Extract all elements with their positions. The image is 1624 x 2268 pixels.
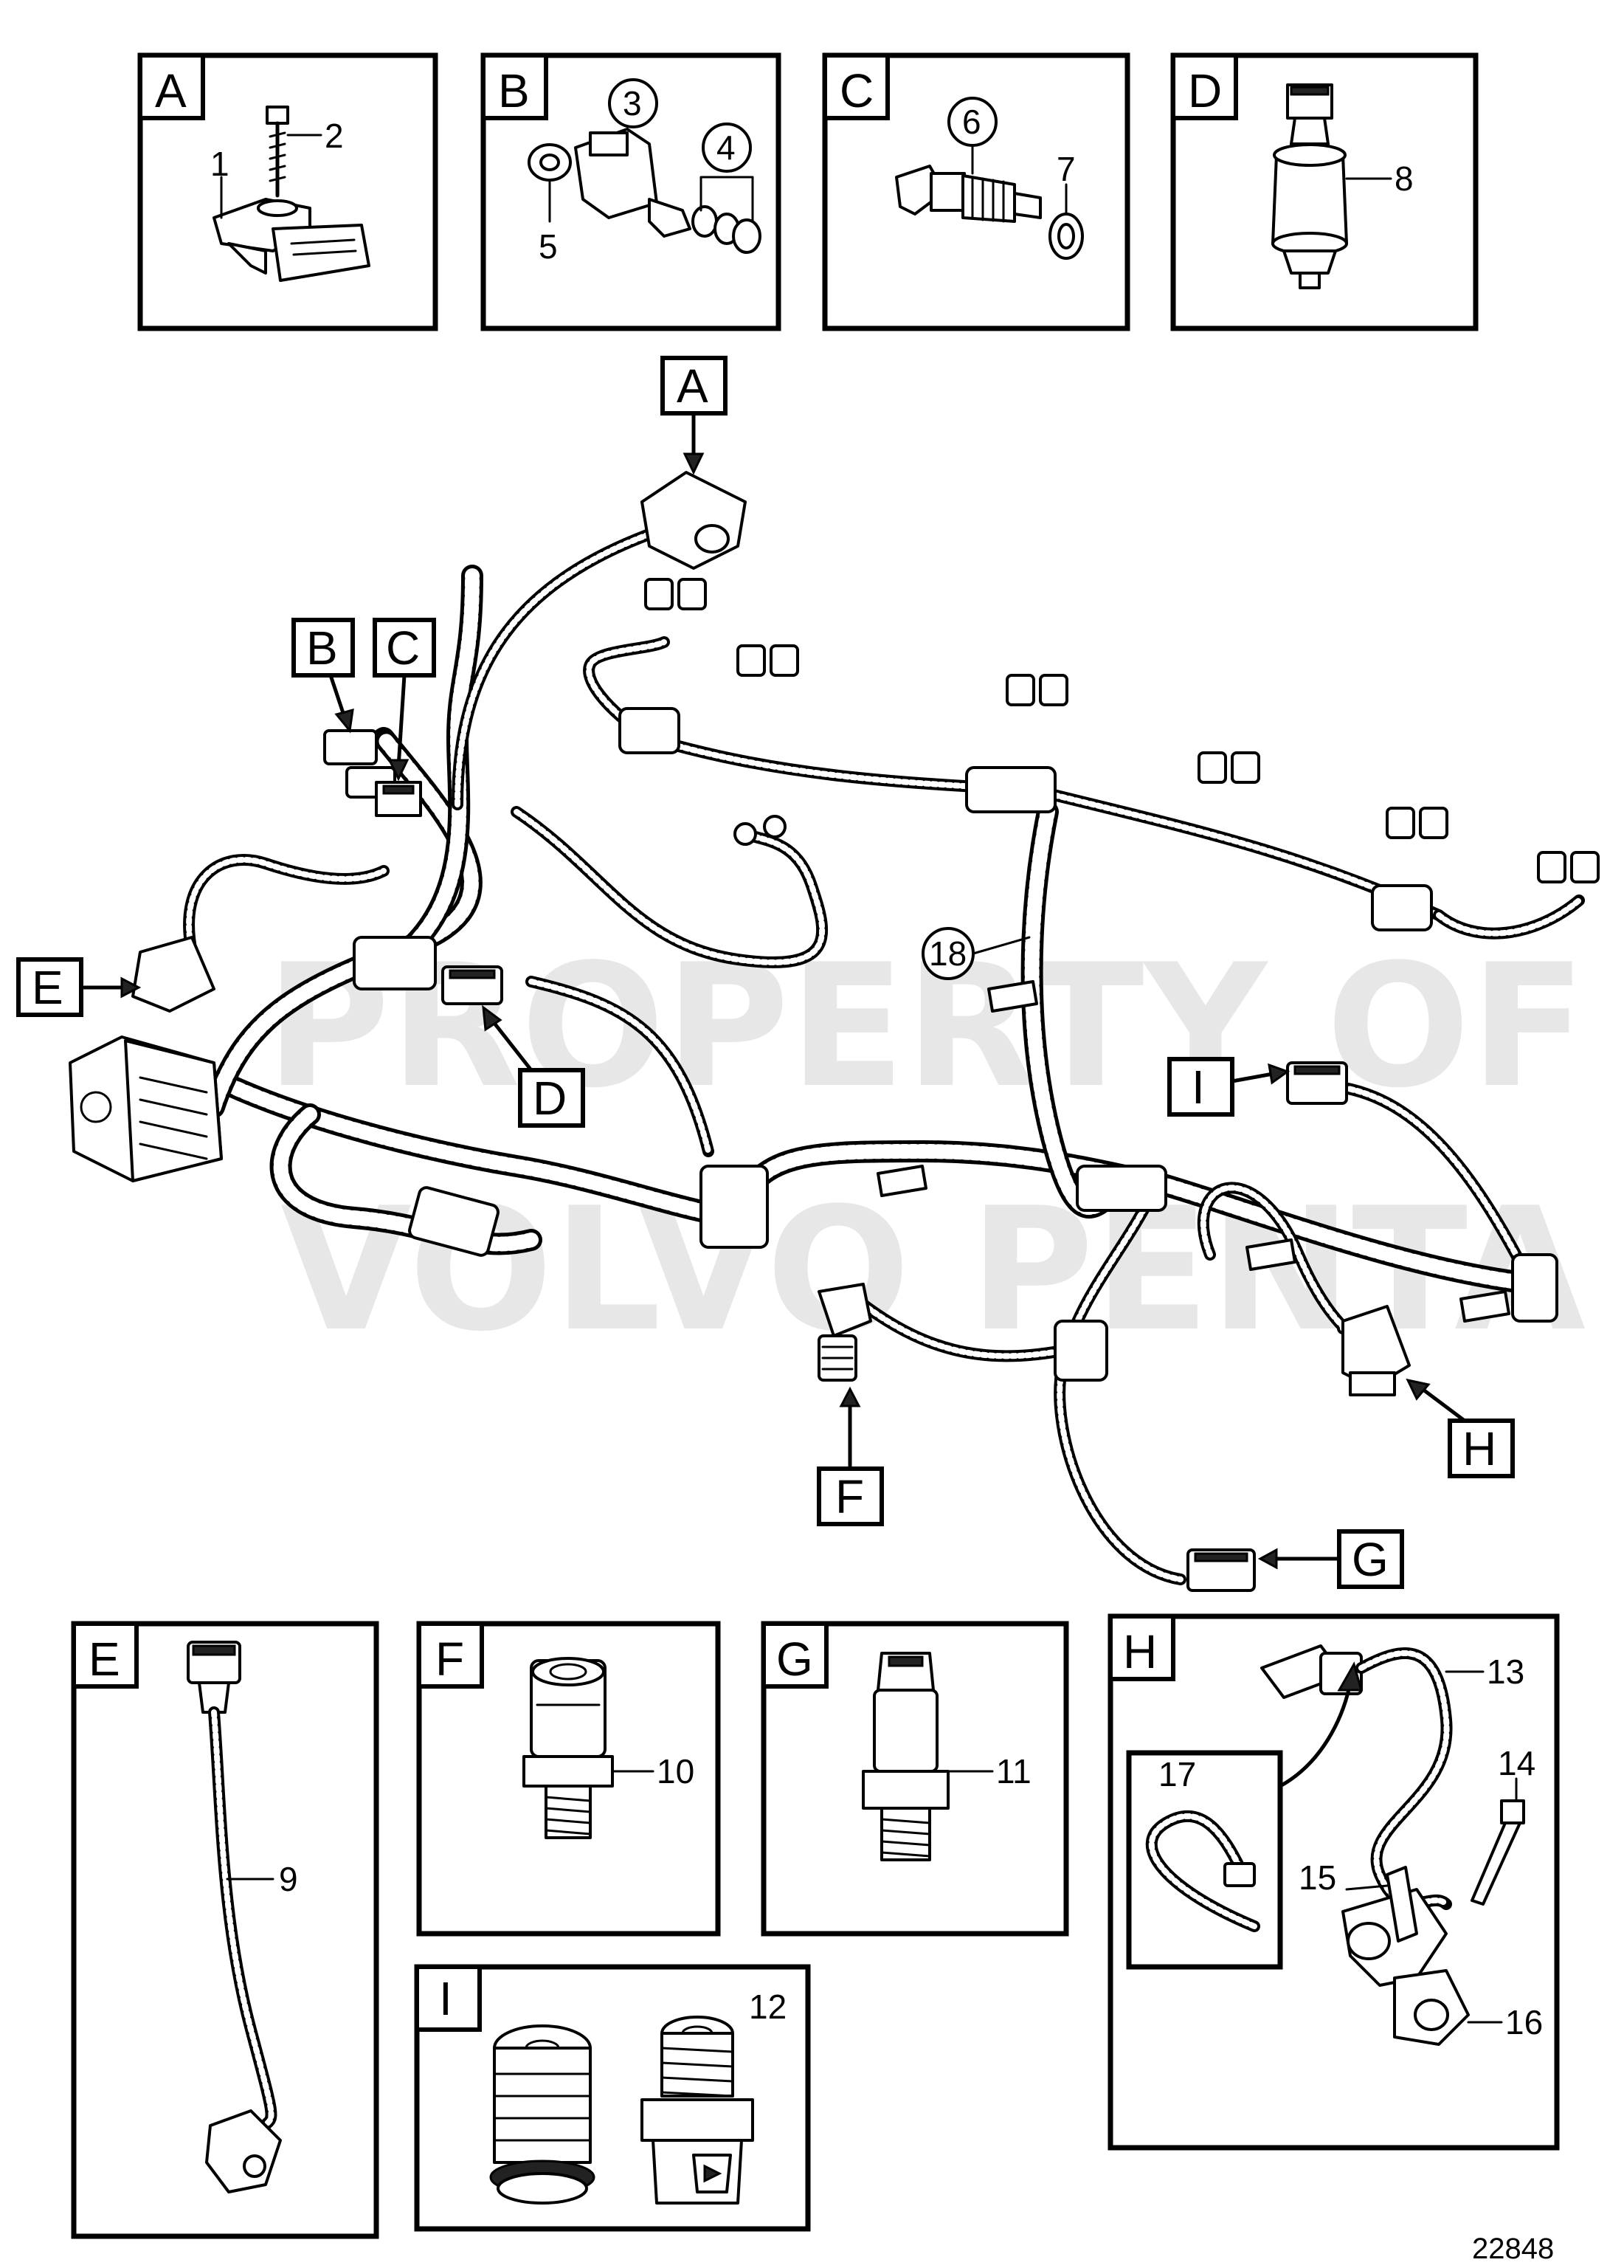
bolt-icon	[266, 106, 289, 198]
detail-panel-i[interactable]: I 12	[414, 1964, 811, 2232]
item-number-8: 8	[1395, 159, 1414, 198]
item-number-11: 11	[996, 1752, 1032, 1790]
panel-b-letter: B	[498, 64, 530, 117]
callout-d: D	[533, 1072, 567, 1125]
detail-panel-h[interactable]: H 17 13 14 15 16	[1108, 1613, 1560, 2151]
item-number-16: 16	[1505, 2003, 1543, 2041]
panel-d-letter: D	[1188, 64, 1222, 117]
item-number-7: 7	[1057, 150, 1076, 188]
panel-a-letter: A	[155, 64, 187, 117]
callout-c: C	[386, 621, 420, 675]
item-number-1: 1	[210, 145, 229, 183]
cable-tie-icon	[1145, 1810, 1260, 1932]
item-number-5: 5	[539, 227, 558, 266]
panel-f-letter: F	[435, 1633, 464, 1686]
connector-i-icon	[1286, 1061, 1348, 1105]
sensor-f-icon	[818, 1283, 872, 1382]
injector-connectors	[644, 578, 1600, 883]
panel-h-letter: H	[1123, 1625, 1157, 1678]
item-number-4: 4	[716, 128, 736, 167]
pressure-sensor-g-icon	[862, 1652, 950, 1861]
temperature-sensor-icon	[895, 165, 1084, 260]
item-number-14: 14	[1498, 1744, 1535, 1782]
panel-e-letter: E	[89, 1633, 120, 1686]
connector-h-icon	[1341, 1305, 1411, 1396]
item-number-9: 9	[279, 1860, 298, 1898]
panel-c-letter: C	[840, 64, 874, 117]
oil-pressure-sensor-icon	[489, 2024, 595, 2205]
ecu-connector-icon	[69, 1035, 223, 1182]
panel-g-letter: G	[776, 1633, 813, 1686]
detail-panel-c[interactable]: C 6 7	[822, 52, 1130, 331]
callout-i: I	[1192, 1061, 1205, 1114]
harness-callouts: A B C D E F G H	[16, 356, 1515, 1589]
callout-g: G	[1352, 1533, 1389, 1586]
connector-e-icon	[131, 936, 215, 1013]
camshaft-sensor-icon	[1260, 1644, 1525, 2046]
callout-h: H	[1462, 1422, 1496, 1475]
item-number-15: 15	[1299, 1858, 1336, 1897]
connector-a-icon	[640, 471, 747, 570]
item-number-18: 18	[929, 934, 967, 973]
callout-b: B	[306, 621, 338, 675]
item-number-13: 13	[1487, 1652, 1524, 1691]
pressure-sensor-icon	[212, 198, 370, 282]
drawing-number: 22848	[1472, 2233, 1554, 2265]
item-number-6: 6	[962, 103, 981, 141]
detail-panel-f[interactable]: F 10	[416, 1621, 721, 1937]
item-number-17: 17	[1158, 1755, 1196, 1793]
crankshaft-sensor-icon	[187, 1641, 282, 2193]
connector-d-icon	[441, 965, 503, 1005]
callout-e: E	[32, 961, 63, 1014]
detail-panel-d[interactable]: D 8	[1170, 52, 1479, 331]
item-number-10: 10	[657, 1752, 694, 1790]
oil-temperature-sensor-icon	[640, 2016, 754, 2205]
item-number-12: 12	[749, 1988, 787, 2026]
panel-i-letter: I	[439, 1972, 452, 2025]
pressure-regulator-icon	[1271, 83, 1348, 289]
item-number-3: 3	[623, 84, 642, 123]
connector-c-icon	[375, 781, 422, 817]
item-number-2: 2	[325, 117, 344, 155]
callout-a: A	[677, 359, 708, 413]
detail-panel-e[interactable]: E 9	[71, 1621, 379, 2239]
wiring-harness[interactable]	[69, 471, 1600, 1592]
detail-panel-a[interactable]: A 1 2	[137, 52, 438, 331]
pressure-valve-icon	[528, 128, 761, 254]
pressure-sensor-f-icon	[522, 1657, 614, 1839]
detail-panel-b[interactable]: B 3 4 5	[480, 52, 781, 331]
callout-f: F	[835, 1470, 864, 1523]
connector-g-icon	[1186, 1548, 1256, 1592]
detail-panel-g[interactable]: G 11	[761, 1621, 1069, 1937]
